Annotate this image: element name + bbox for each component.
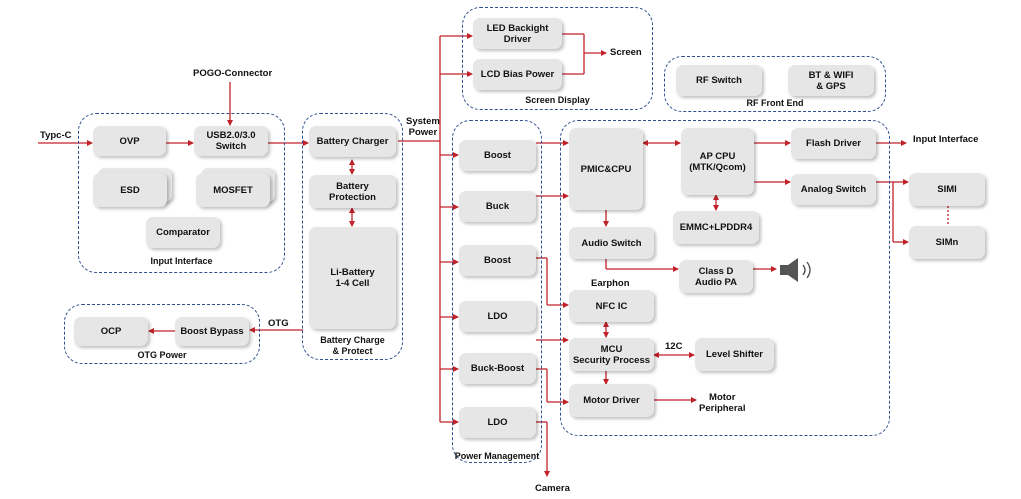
block-buck: Buck (459, 191, 536, 222)
block-level-shifter: Level Shifter (695, 338, 774, 371)
label-typec: Typc-C (40, 130, 72, 141)
block-lcd-bias: LCD Bias Power (473, 59, 562, 90)
block-led-backlight: LED Backight Driver (473, 18, 562, 49)
block-sim-1: SIMl (909, 173, 985, 206)
block-boost-1: Boost (459, 140, 536, 171)
block-ldo-2: LDO (459, 407, 536, 438)
label-i2c: 12C (665, 341, 683, 352)
block-usb-switch: USB2.0/3.0 Switch (194, 126, 268, 156)
block-analog-switch: Analog Switch (791, 174, 876, 205)
block-nfc-ic: NFC IC (569, 290, 654, 322)
block-bt-wifi-gps: BT & WIFI & GPS (788, 65, 874, 96)
label-pogo-connector: POGO-Connector (193, 68, 273, 79)
group-otg-power (64, 304, 260, 364)
block-battery-charger: Battery Charger (309, 126, 396, 157)
group-battery (302, 113, 403, 360)
block-li-battery: Li-Battery 1-4 Cell (309, 227, 396, 329)
block-pmic-cpu: PMIC&CPU (569, 128, 643, 210)
block-esd: ESD (93, 173, 167, 207)
block-flash-driver: Flash Driver (791, 128, 876, 159)
label-input-interface-out: Input Interface (913, 134, 979, 145)
group-label-power-management: Power Management (454, 451, 540, 461)
block-ldo-1: LDO (459, 301, 536, 332)
block-sim-n: SIMn (909, 226, 985, 259)
group-processor (560, 120, 890, 436)
block-ovp: OVP (93, 126, 166, 156)
group-label-rf-front-end: RF Front End (746, 98, 804, 108)
group-input-interface (78, 113, 285, 273)
group-label-input-interface: Input Interface (150, 256, 213, 266)
label-screen: Screen (610, 47, 642, 58)
label-motor-peripheral: Motor Peripheral (699, 392, 746, 414)
block-ap-cpu: AP CPU (MTK/Qcom) (681, 128, 754, 195)
group-label-otg-power: OTG Power (137, 350, 187, 360)
block-class-d-audio-pa: Class D Audio PA (679, 260, 753, 293)
group-rf-front-end (664, 56, 886, 112)
block-ocp: OCP (74, 317, 148, 346)
label-earphon: Earphon (591, 278, 630, 289)
group-label-battery: Battery Charge & Protect (320, 335, 385, 356)
block-mosfet: MOSFET (196, 173, 270, 207)
group-label-screen-display: Screen Display (525, 95, 590, 105)
block-battery-protection: Battery Protection (309, 175, 396, 208)
block-emmc-lpddr4: EMMC+LPDDR4 (673, 211, 759, 244)
label-camera: Camera (535, 483, 570, 494)
speaker-icon (780, 258, 811, 282)
block-comparator: Comparator (146, 217, 220, 248)
block-boost-bypass: Boost Bypass (175, 317, 249, 346)
group-power-management (452, 120, 542, 463)
block-rf-switch: RF Switch (676, 65, 762, 96)
block-audio-switch: Audio Switch (569, 227, 654, 259)
group-screen-display (462, 7, 653, 110)
label-system-power: System Power (406, 116, 440, 138)
block-boost-2: Boost (459, 245, 536, 276)
label-otg: OTG (268, 318, 289, 329)
block-mcu-security: MCU Security Process (569, 338, 654, 371)
block-motor-driver: Motor Driver (569, 384, 654, 417)
block-buck-boost: Buck-Boost (459, 353, 536, 384)
